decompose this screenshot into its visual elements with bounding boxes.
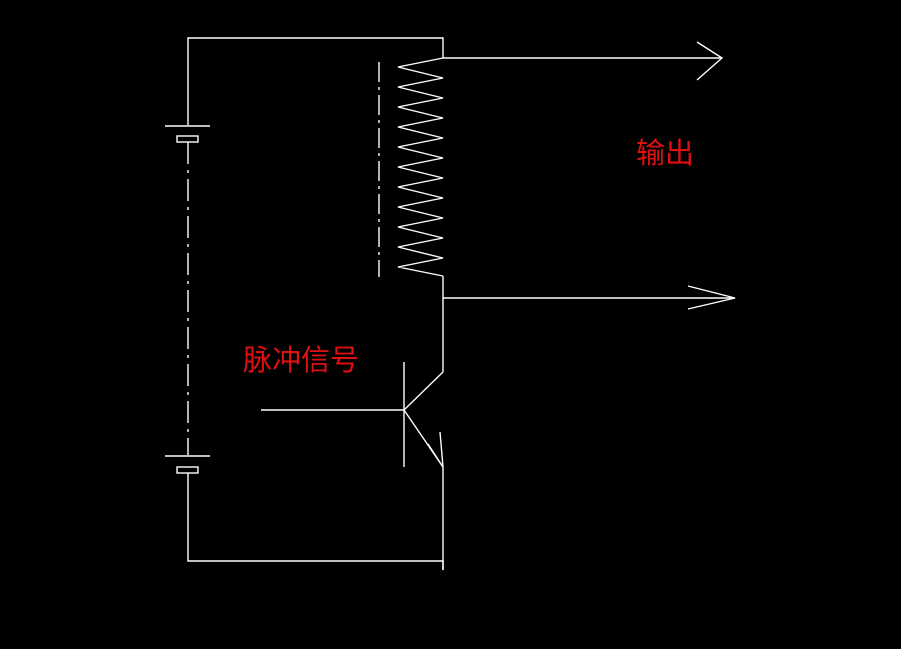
bottom-wire <box>187 473 444 570</box>
collector-diagonal <box>403 371 444 411</box>
pulse-signal-label: 脉冲信号 <box>243 343 360 377</box>
transformer-coil <box>378 57 444 372</box>
output-top-arrowhead <box>696 41 724 81</box>
battery-top-plate-short <box>176 135 199 143</box>
output-bottom-arrowhead <box>687 285 736 310</box>
transistor <box>261 362 444 570</box>
coil-winding <box>397 57 444 277</box>
output-label: 输出 <box>636 136 695 170</box>
battery-bottom-plate-short <box>176 466 199 474</box>
battery-branch <box>165 37 444 570</box>
top-wire <box>187 37 444 125</box>
output-arrows <box>443 41 736 310</box>
